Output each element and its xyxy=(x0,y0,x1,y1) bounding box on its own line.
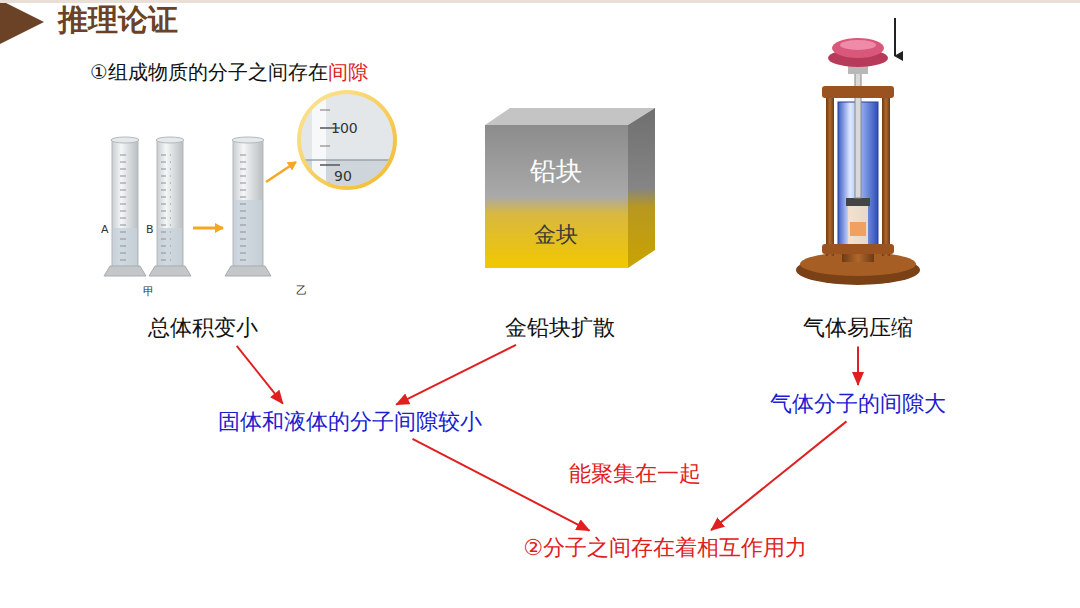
statement-highlight: 间隙 xyxy=(328,60,368,84)
cylinder-mixed xyxy=(225,137,271,276)
diagram-node: 气体分子的间隙大 xyxy=(766,388,950,420)
gold-lead-block xyxy=(485,108,655,268)
diagram-node: 气体易压缩 xyxy=(799,312,917,344)
magnifier xyxy=(297,90,397,200)
node-text: 固体和液体的分子间隙较小 xyxy=(218,408,482,436)
statement-text: ①组成物质的分子之间存在 xyxy=(90,60,328,84)
figure-label: 乙 xyxy=(296,284,307,297)
diagram-node: 金铅块扩散 xyxy=(501,312,619,344)
diagram-node: 固体和液体的分子间隙较小 xyxy=(214,406,486,438)
cylinder-label: A xyxy=(101,223,109,236)
arrow-connector xyxy=(237,346,283,404)
block-label: 铅块 xyxy=(530,156,582,187)
node-text: ②分子之间存在着相互作用力 xyxy=(523,534,807,562)
arrow-connector xyxy=(413,439,590,531)
block-label: 金块 xyxy=(534,222,578,248)
scale-number: 100 xyxy=(331,120,358,137)
diagram-node: 总体积变小 xyxy=(144,312,262,344)
slide-title: 推理论证 xyxy=(58,2,178,38)
arrow-connector xyxy=(396,345,516,405)
cylinder-b xyxy=(149,137,191,276)
node-text: 金铅块扩散 xyxy=(505,314,615,342)
diagram-node: ②分子之间存在着相互作用力 xyxy=(519,532,811,564)
scale-number: 90 xyxy=(334,168,352,185)
cylinder-label: B xyxy=(146,223,154,236)
node-text: 气体分子的间隙大 xyxy=(770,390,946,418)
edge-label: 能聚集在一起 xyxy=(566,460,704,488)
figure-label: 甲 xyxy=(143,285,154,298)
arrow-connector xyxy=(857,347,859,386)
arrow-connector xyxy=(711,421,846,530)
node-text: 气体易压缩 xyxy=(803,314,913,342)
compression-apparatus xyxy=(796,18,920,285)
cylinder-a xyxy=(104,137,146,276)
node-text: 总体积变小 xyxy=(148,314,258,342)
